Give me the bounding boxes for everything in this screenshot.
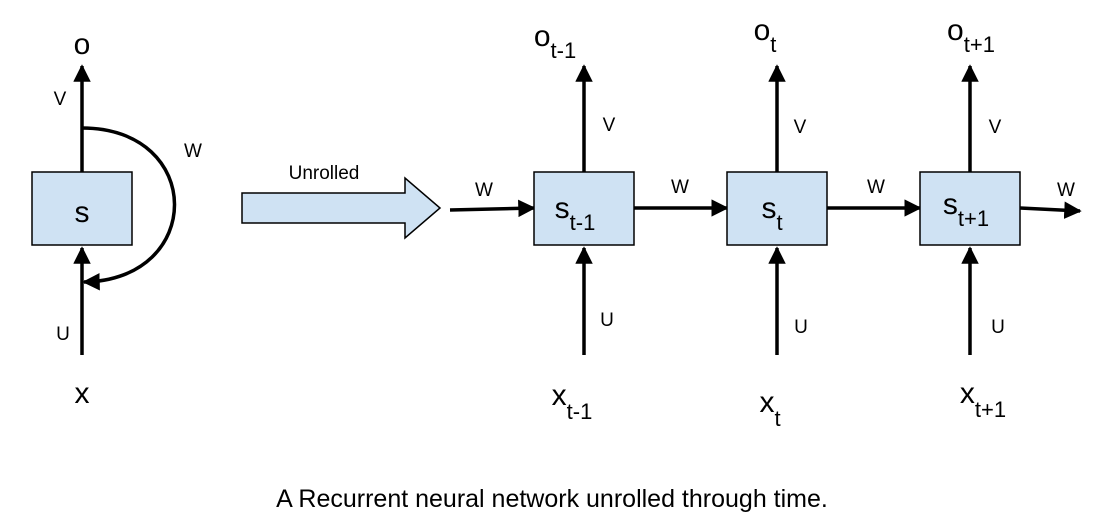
output-label: ot+1: [947, 14, 995, 57]
weight-v-label: V: [794, 117, 807, 138]
state-label: st-1: [555, 192, 596, 235]
folded-state-label: s: [75, 196, 90, 229]
folded-weight-w-label: W: [184, 141, 202, 162]
input-label: xt+1: [960, 377, 1006, 422]
state-node: [919, 171, 1021, 246]
output-label: ot-1: [534, 20, 576, 63]
weight-v-label: V: [989, 117, 1002, 138]
state-label: st: [761, 192, 782, 235]
recurrent-arrow-out: [1019, 201, 1082, 219]
recurrent-weight-label: W: [671, 177, 689, 198]
unroll-indicator: Unrolled: [241, 163, 442, 240]
figure-caption: A Recurrent neural network unrolled thro…: [276, 485, 828, 513]
unrolled-step: st-1 ot-1 xt-1 V U: [533, 20, 635, 424]
unroll-block-arrow: [241, 176, 442, 240]
unrolled-step: st ot xt V U: [726, 14, 828, 431]
state-node: [533, 171, 635, 246]
weight-v-label: V: [603, 115, 616, 136]
folded-rnn: s o x V U W: [31, 28, 202, 410]
folded-state-node: [31, 171, 133, 246]
input-label: xt-1: [552, 379, 593, 424]
unrolled-rnn: W W W W st-1 ot-1 xt-1 V U st ot xt V U: [449, 14, 1082, 431]
output-label: ot: [754, 14, 777, 57]
recurrent-arrow-in: [449, 199, 536, 218]
folded-output-label: o: [74, 28, 91, 61]
input-label: xt: [759, 386, 780, 431]
weight-u-label: U: [794, 317, 808, 338]
unroll-label: Unrolled: [289, 163, 360, 184]
weight-u-label: U: [991, 317, 1005, 338]
unrolled-step: st+1 ot+1 xt+1 V U: [919, 14, 1021, 422]
recurrent-weight-label: W: [1057, 180, 1075, 201]
folded-weight-v-label: V: [54, 89, 67, 110]
folded-recurrent-loop-arrow: [81, 126, 177, 291]
recurrent-weight-label: W: [867, 177, 885, 198]
state-node: [726, 171, 828, 246]
folded-input-label: x: [75, 377, 90, 410]
state-label: st+1: [943, 188, 989, 231]
folded-weight-u-label: U: [56, 324, 70, 345]
recurrent-weight-label: W: [475, 180, 493, 201]
weight-u-label: U: [600, 310, 614, 331]
